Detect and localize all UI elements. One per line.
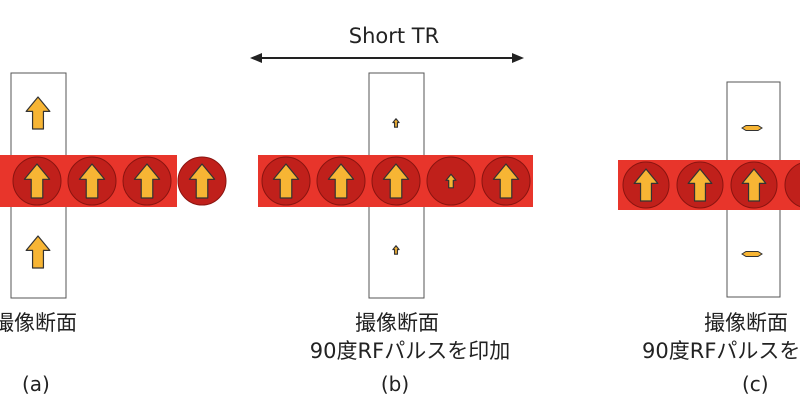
- up-arrow-icon: [392, 245, 400, 255]
- up-arrow-icon: [492, 163, 520, 199]
- tr-left-arrowhead-icon: [250, 53, 262, 63]
- flat-spin-icon: [741, 125, 763, 131]
- up-arrow-icon: [133, 163, 161, 199]
- flat-spin-icon: [741, 251, 763, 257]
- panel-c: 撮像断面 90度RFパルスを印加 (c): [618, 81, 800, 396]
- panel-label-b: (b): [381, 372, 409, 396]
- spin-row: [622, 161, 800, 209]
- up-arrow-icon: [392, 118, 400, 128]
- tr-right-arrowhead-icon: [512, 53, 524, 63]
- up-arrow-icon: [687, 168, 713, 202]
- plane-label: 撮像断面: [704, 311, 788, 335]
- pulse-label: 90度RFパルスを印加: [310, 339, 510, 363]
- outside-spins: [392, 118, 400, 255]
- spin-row: [12, 156, 227, 206]
- up-arrow-icon: [741, 168, 767, 202]
- panel-label-c: (c): [742, 372, 769, 396]
- up-arrow-icon: [78, 163, 106, 199]
- plane-label: 撮像断面: [355, 311, 439, 335]
- up-arrow-icon: [272, 163, 300, 199]
- up-arrow-icon: [327, 163, 355, 199]
- up-arrow-icon: [382, 163, 410, 199]
- plane-label: 撮像断面: [0, 311, 77, 335]
- up-arrow-icon: [445, 173, 457, 189]
- spin-row: [261, 156, 531, 206]
- up-arrow-icon: [25, 235, 51, 269]
- panel-label-a: (a): [22, 372, 50, 396]
- short-tr-indicator: Short TR: [250, 24, 524, 63]
- panel-a: 撮像断面 (a): [0, 72, 227, 396]
- spin-circle: [784, 162, 800, 208]
- up-arrow-icon: [23, 163, 51, 199]
- panel-b: 撮像断面 90度RFパルスを印加 (b): [258, 72, 533, 396]
- up-arrow-icon: [25, 96, 51, 130]
- outside-spins: [25, 96, 51, 269]
- short-tr-label: Short TR: [349, 24, 439, 48]
- pulse-label: 90度RFパルスを印加: [642, 339, 800, 363]
- up-arrow-icon: [188, 163, 216, 199]
- outside-spins: [741, 125, 763, 257]
- up-arrow-icon: [633, 168, 659, 202]
